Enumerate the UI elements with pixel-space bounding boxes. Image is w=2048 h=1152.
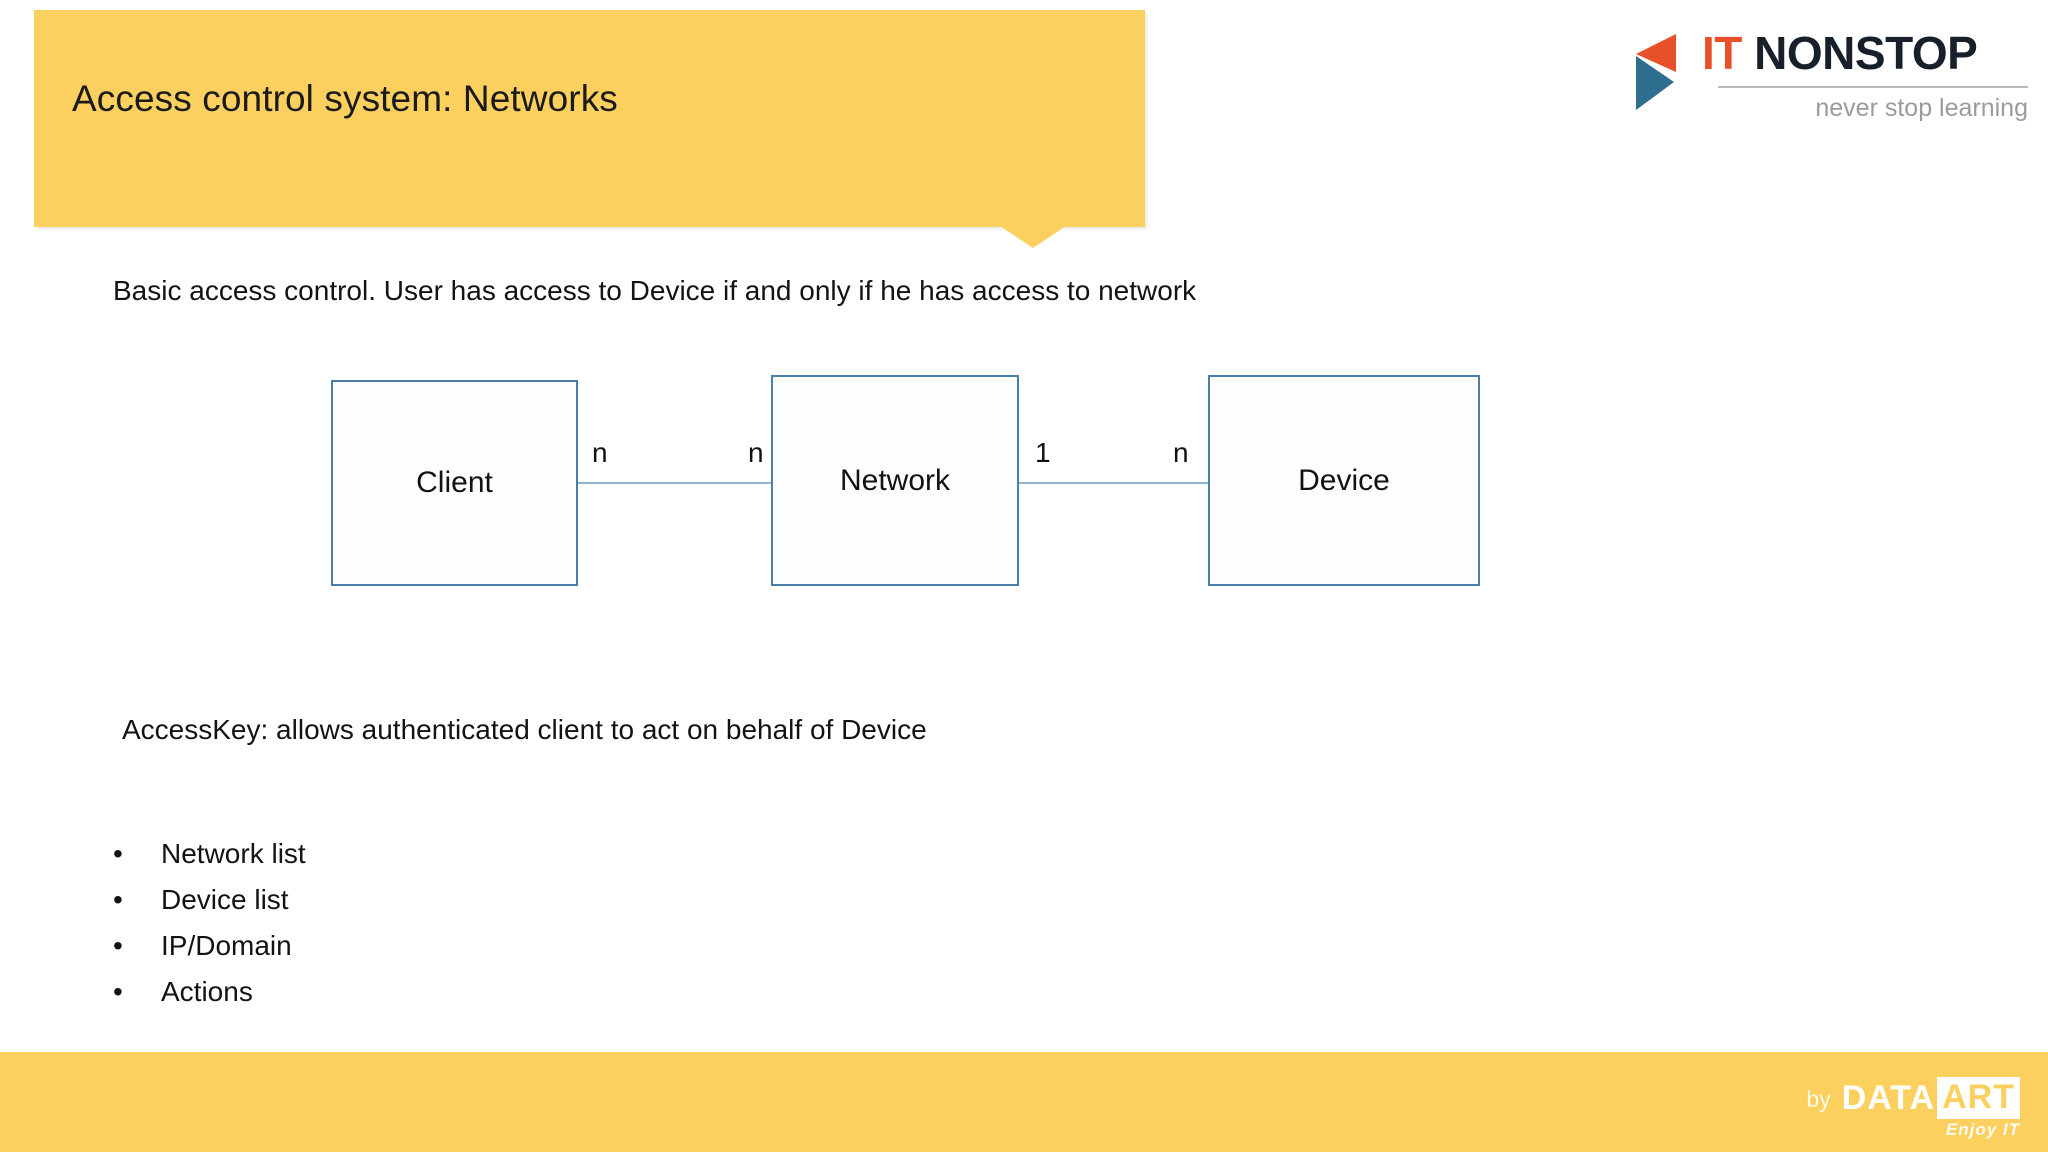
bullet-dot-icon: • bbox=[113, 884, 123, 915]
er-cardinality-client-side: n bbox=[592, 437, 608, 468]
er-cardinality-network-left: n bbox=[748, 437, 764, 468]
it-nonstop-divider bbox=[1718, 86, 2028, 88]
intro-paragraph: Basic access control. User has access to… bbox=[113, 275, 1197, 306]
dataart-wordmark: DATA ART Enjoy IT bbox=[1842, 1077, 2020, 1140]
dataart-wordmark-row: DATA ART bbox=[1842, 1077, 2020, 1119]
footer-bar bbox=[0, 1052, 2048, 1152]
er-entity-device-label: Device bbox=[1298, 463, 1390, 497]
title-banner bbox=[34, 10, 1145, 227]
er-link-client-network bbox=[578, 482, 771, 484]
bullet-dot-icon: • bbox=[113, 930, 123, 961]
it-nonstop-tagline: never stop learning bbox=[1815, 94, 2028, 122]
list-item-label: Network list bbox=[161, 838, 306, 869]
feature-bullet-list: • Network list • Device list • IP/Domain… bbox=[113, 838, 306, 1022]
it-nonstop-wordmark: IT NONSTOP bbox=[1702, 26, 1978, 80]
accesskey-paragraph: AccessKey: allows authenticated client t… bbox=[122, 714, 927, 745]
it-nonstop-logo: IT NONSTOP never stop learning bbox=[1630, 24, 2028, 130]
er-link-network-device bbox=[1019, 482, 1208, 484]
it-nonstop-triangles-icon bbox=[1636, 34, 1676, 110]
er-entity-client: Client bbox=[331, 380, 578, 586]
er-entity-device: Device bbox=[1208, 375, 1480, 586]
list-item: • Actions bbox=[113, 976, 306, 1022]
dataart-word-art: ART bbox=[1937, 1077, 2020, 1119]
dataart-logo: by DATA ART Enjoy IT bbox=[1806, 1077, 2020, 1139]
page-title: Access control system: Networks bbox=[72, 78, 618, 119]
bullet-dot-icon: • bbox=[113, 976, 123, 1007]
er-cardinality-network-right: 1 bbox=[1035, 437, 1051, 468]
title-banner-tail-icon bbox=[1000, 226, 1066, 248]
er-cardinality-device-side: n bbox=[1173, 437, 1189, 468]
list-item: • Device list bbox=[113, 884, 306, 930]
list-item-label: Device list bbox=[161, 884, 289, 915]
er-entity-client-label: Client bbox=[416, 466, 493, 499]
er-entity-network: Network bbox=[771, 375, 1019, 586]
list-item-label: IP/Domain bbox=[161, 930, 292, 961]
bullet-dot-icon: • bbox=[113, 838, 123, 869]
dataart-by-label: by bbox=[1806, 1086, 1831, 1112]
list-item: • IP/Domain bbox=[113, 930, 306, 976]
list-item-label: Actions bbox=[161, 976, 253, 1007]
dataart-word-data: DATA bbox=[1841, 1078, 1936, 1117]
it-nonstop-word-it: IT bbox=[1702, 27, 1742, 79]
it-nonstop-word-nonstop: NONSTOP bbox=[1754, 27, 1978, 79]
er-entity-network-label: Network bbox=[839, 463, 951, 497]
dataart-tagline: Enjoy IT bbox=[1945, 1120, 2020, 1139]
list-item: • Network list bbox=[113, 838, 306, 884]
